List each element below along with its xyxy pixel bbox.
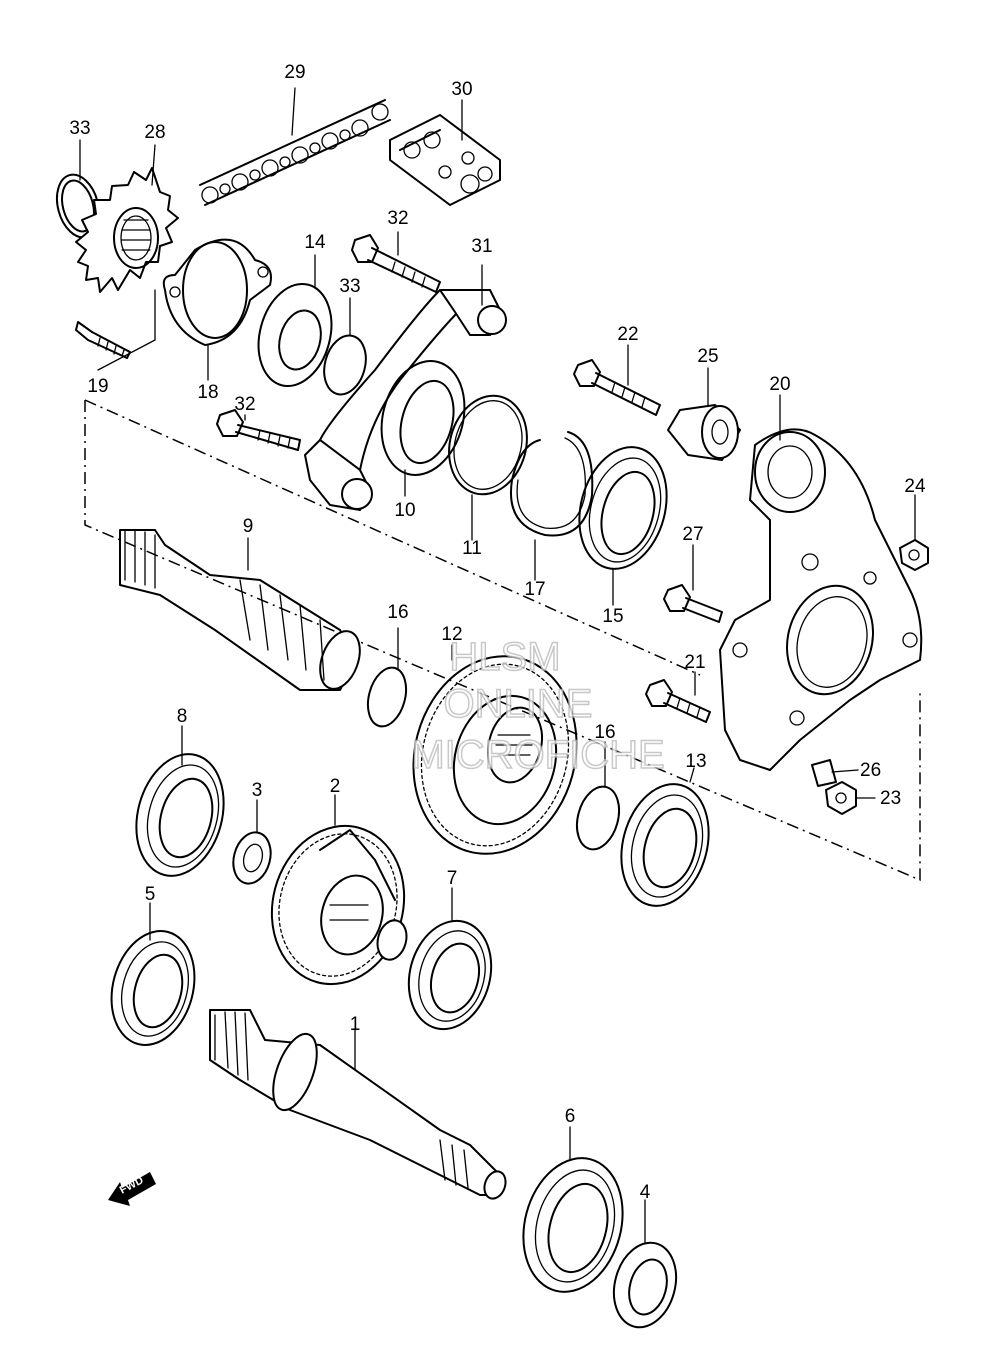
label-8[interactable]: 8: [177, 706, 188, 727]
label-6[interactable]: 6: [565, 1106, 576, 1127]
label-18[interactable]: 18: [197, 382, 218, 403]
label-21[interactable]: 21: [684, 652, 705, 673]
part-15-bearing[interactable]: [566, 437, 679, 579]
part-3-washer[interactable]: [228, 828, 276, 888]
label-25[interactable]: 25: [697, 346, 718, 367]
watermark-line-2: ONLINE: [444, 682, 593, 726]
part-5-bearing[interactable]: [99, 922, 206, 1055]
watermark-line-3: MICROFICHE: [411, 733, 664, 777]
label-33a[interactable]: 33: [69, 118, 90, 139]
label-30[interactable]: 30: [451, 79, 472, 100]
part-23-nut[interactable]: [825, 781, 857, 815]
label-29[interactable]: 29: [284, 62, 305, 83]
part-4-oil-seal[interactable]: [605, 1236, 685, 1335]
label-26[interactable]: 26: [860, 760, 881, 781]
part-32-bolt-upper[interactable]: [351, 234, 441, 293]
label-32a[interactable]: 32: [387, 208, 408, 229]
label-1[interactable]: 1: [350, 1014, 361, 1035]
watermark-line-1: HLSM: [449, 635, 560, 679]
part-30-chain-joint[interactable]: [389, 114, 501, 206]
label-13[interactable]: 13: [685, 751, 706, 772]
part-26-pin[interactable]: [811, 759, 837, 787]
part-17-circlip[interactable]: [510, 431, 594, 537]
part-27-bolt[interactable]: [663, 584, 723, 623]
label-20[interactable]: 20: [769, 374, 790, 395]
label-3[interactable]: 3: [252, 780, 263, 801]
part-19-screw[interactable]: [75, 321, 131, 359]
part-10-collar[interactable]: [369, 352, 476, 485]
part-labels: 33 28 29 30 14 33 32 31 22 25 20 24 27 2…: [69, 62, 926, 1203]
assembly-outline: [84, 399, 921, 882]
label-5[interactable]: 5: [145, 884, 156, 905]
label-23[interactable]: 23: [880, 788, 901, 809]
part-31-arm[interactable]: [304, 289, 507, 511]
part-2-gear[interactable]: [255, 811, 422, 999]
part-9-shaft[interactable]: [119, 529, 367, 694]
label-27[interactable]: 27: [682, 524, 703, 545]
part-13-bearing[interactable]: [608, 774, 721, 916]
label-9[interactable]: 9: [243, 516, 254, 537]
label-22[interactable]: 22: [617, 324, 638, 345]
part-22-bolt[interactable]: [573, 359, 661, 416]
label-7[interactable]: 7: [447, 868, 458, 889]
part-1-shaft[interactable]: [209, 1009, 509, 1202]
label-17[interactable]: 17: [524, 579, 545, 600]
part-21-bolt[interactable]: [645, 679, 711, 723]
label-15[interactable]: 15: [602, 606, 623, 627]
part-14-oil-seal[interactable]: [248, 276, 343, 395]
label-28[interactable]: 28: [144, 122, 165, 143]
part-28-sprocket[interactable]: [75, 167, 179, 293]
part-7-bearing[interactable]: [397, 912, 503, 1039]
part-33-circlip-2[interactable]: [318, 331, 372, 399]
leader-lines: [79, 87, 916, 1243]
part-8-bearing[interactable]: [123, 744, 236, 886]
part-16-circlip-2[interactable]: [570, 782, 625, 854]
label-32b[interactable]: 32: [234, 394, 255, 415]
part-12-gear[interactable]: [392, 638, 598, 873]
part-16-circlip[interactable]: [362, 663, 412, 730]
part-18-gasket[interactable]: [162, 238, 272, 346]
label-10[interactable]: 10: [394, 500, 415, 521]
label-31[interactable]: 31: [471, 236, 492, 257]
label-11[interactable]: 11: [462, 538, 482, 559]
label-24[interactable]: 24: [904, 476, 926, 497]
label-4[interactable]: 4: [640, 1182, 651, 1203]
label-12[interactable]: 12: [441, 624, 462, 645]
part-11-o-ring[interactable]: [438, 387, 537, 503]
label-33b[interactable]: 33: [339, 276, 360, 297]
label-2[interactable]: 2: [330, 776, 341, 797]
part-20-bracket[interactable]: [719, 428, 923, 771]
part-29-chain[interactable]: [199, 99, 391, 206]
watermark: HLSM ONLINE MICROFICHE: [411, 634, 666, 778]
part-32-bolt-lower[interactable]: [216, 409, 301, 451]
part-25-bushing[interactable]: [667, 404, 741, 461]
label-14[interactable]: 14: [304, 232, 326, 253]
label-16b[interactable]: 16: [594, 722, 615, 743]
part-6-bearing[interactable]: [509, 1147, 637, 1303]
fwd-arrow-icon: FWD: [108, 1172, 156, 1206]
label-16a[interactable]: 16: [387, 602, 408, 623]
part-24-nut[interactable]: [899, 539, 929, 571]
label-19[interactable]: 19: [87, 376, 108, 397]
